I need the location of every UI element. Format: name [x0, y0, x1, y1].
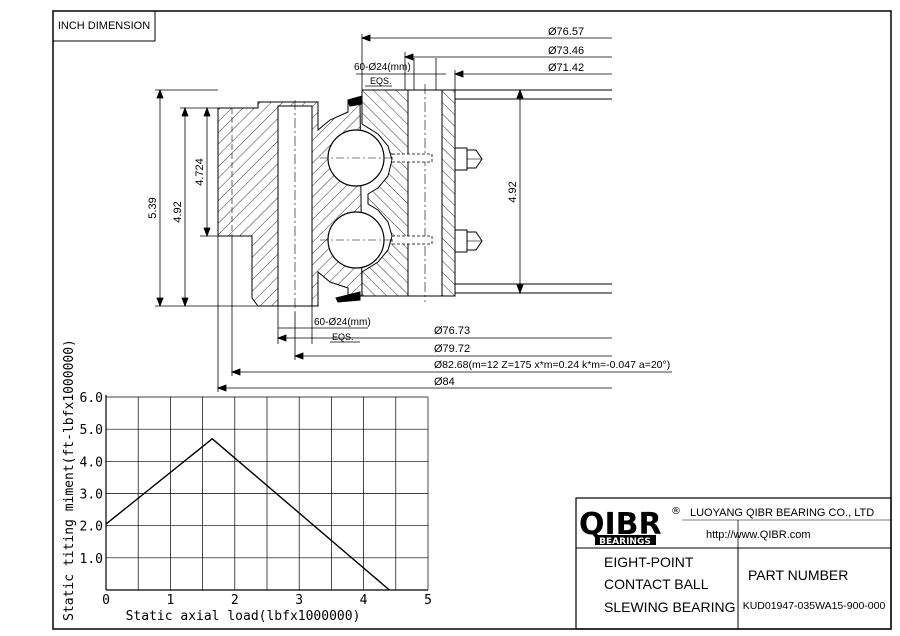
bearing-desc-2: CONTACT BALL: [604, 576, 709, 592]
y-tick-label: 4.0: [80, 455, 103, 470]
x-tick-label: 4: [360, 593, 368, 608]
x-tick-label: 1: [166, 593, 174, 608]
x-tick-label: 5: [424, 593, 432, 608]
dim-d6: Ø84: [434, 376, 455, 388]
load-chart: 0 1 2 3 4 5 1.0 2.0 3.0 4.0 5.0 6.0 Static axial l…: [62, 339, 432, 624]
chart-y-label: Static titing miment(ft-lbfx1000000): [62, 339, 77, 621]
dim-eqs-top: EQS.: [370, 76, 392, 86]
top-seal: [347, 95, 363, 107]
y-tick-label: 5.0: [80, 423, 103, 438]
logo-registered: ®: [671, 506, 681, 517]
bearing-desc-3: SLEWING BEARING: [604, 599, 735, 615]
bearing-desc-1: EIGHT-POINT: [604, 554, 694, 570]
dim-h-539: 5.39: [147, 197, 159, 218]
dim-h-4724: 4.724: [194, 158, 206, 186]
dim-gear: Ø82.68(m=12 Z=175 x*m=0.24 k*m=-0.047 a=…: [434, 359, 670, 371]
sheet-border: [52, 10, 892, 630]
chart-x-ticks: 0 1 2 3 4 5: [102, 593, 432, 608]
chart-series: [105, 437, 390, 591]
chart-x-label: Static axial load(lbfx1000000): [126, 609, 361, 624]
dim-d1: Ø76.57: [548, 26, 584, 38]
dim-d3: Ø71.42: [548, 62, 584, 74]
y-tick-label: 1.0: [80, 552, 103, 567]
part-number-value: KUD01947-035WA15-900-000: [743, 600, 886, 612]
dimension-lines: [155, 34, 672, 392]
dim-h-492-right: 4.92: [507, 181, 519, 202]
chart-y-ticks: 1.0 2.0 3.0 4.0 5.0 6.0: [80, 391, 103, 567]
upper-nut: [454, 147, 483, 171]
company-name: LUOYANG QIBR BEARING CO., LTD: [690, 507, 874, 519]
dim-d5: Ø79.72: [434, 343, 470, 355]
dimension-texts: Ø76.57 Ø73.46 Ø71.42 60-Ø24(mm) EQS. 5.3…: [147, 26, 670, 388]
company-logo: QIBR ® BEARINGS: [579, 506, 681, 547]
part-number-label: PART NUMBER: [748, 567, 848, 583]
unit-label-box: [52, 10, 156, 42]
y-tick-label: 3.0: [80, 488, 103, 503]
dim-eqs-bottom: EQS.: [332, 332, 354, 342]
x-tick-label: 2: [231, 593, 239, 608]
x-tick-label: 3: [295, 593, 303, 608]
chart-axes: [105, 395, 428, 591]
y-tick-label: 6.0: [80, 391, 103, 406]
x-tick-label: 0: [102, 593, 110, 608]
dim-h-492-left: 4.92: [172, 201, 184, 222]
dim-holes-top: 60-Ø24(mm): [354, 62, 411, 73]
dim-holes-bottom: 60-Ø24(mm): [314, 317, 371, 328]
company-website: http://www.QIBR.com: [706, 529, 811, 541]
series-line: [105, 437, 390, 591]
chart-grid: [105, 396, 429, 591]
unit-label: INCH DIMENSION: [58, 20, 150, 32]
title-block: [575, 497, 892, 630]
dim-d4: Ø76.73: [434, 325, 470, 337]
logo-sub: BEARINGS: [599, 537, 651, 547]
y-tick-label: 2.0: [80, 520, 103, 535]
bottom-seal: [335, 291, 361, 303]
lower-nut: [454, 229, 483, 253]
dim-d2: Ø73.46: [548, 45, 584, 57]
bearing-section: [217, 84, 612, 312]
